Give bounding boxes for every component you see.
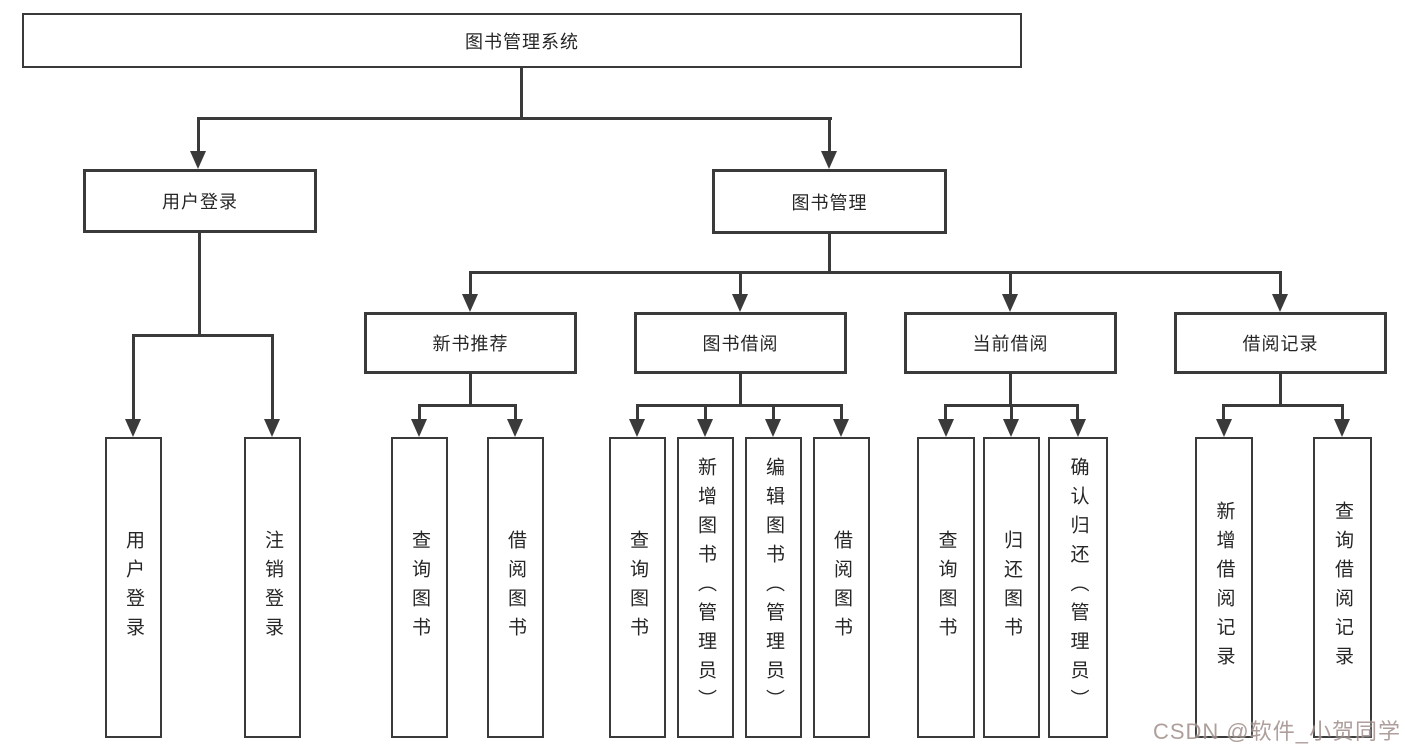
- arrowhead-icon: [1216, 419, 1232, 437]
- connector-line: [944, 404, 947, 421]
- arrowhead-icon: [190, 151, 206, 169]
- arrowhead-icon: [833, 419, 849, 437]
- query-books-leaf-2: 查询图书: [609, 437, 666, 738]
- arrowhead-icon: [1334, 419, 1350, 437]
- add-borrow-record-leaf-label: 新增借阅记录: [1213, 500, 1235, 675]
- connector-line: [132, 334, 274, 337]
- book-borrow-node: 图书借阅: [634, 312, 847, 374]
- connector-line: [828, 234, 831, 274]
- arrowhead-icon: [629, 419, 645, 437]
- connector-line: [704, 404, 707, 421]
- arrowhead-icon: [1070, 419, 1086, 437]
- add-book-admin-leaf-label: 新增图书（管理员）: [695, 457, 716, 718]
- connector-line: [418, 404, 517, 407]
- borrow-books-leaf-1: 借阅图书: [487, 437, 544, 738]
- user-login-node: 用户登录: [83, 169, 317, 233]
- query-borrow-record-leaf-label: 查询借阅记录: [1332, 500, 1353, 675]
- connector-line: [469, 373, 472, 406]
- connector-line: [197, 117, 200, 153]
- borrow-record-node: 借阅记录: [1174, 312, 1387, 374]
- connector-line: [132, 334, 135, 421]
- connector-line: [636, 404, 639, 421]
- arrowhead-icon: [125, 419, 141, 437]
- query-books-leaf-1: 查询图书: [391, 437, 448, 738]
- connector-line: [1279, 271, 1282, 297]
- root-node-library-system: 图书管理系统: [22, 13, 1022, 68]
- connector-line: [1076, 404, 1079, 421]
- connector-line: [1010, 404, 1013, 421]
- connector-line: [772, 404, 775, 421]
- connector-line: [1222, 404, 1343, 407]
- connector-line: [198, 233, 201, 336]
- connector-line: [469, 271, 1282, 274]
- connector-line: [520, 68, 523, 120]
- logout-leaf: 注销登录: [244, 437, 301, 738]
- return-book-leaf: 归还图书: [983, 437, 1040, 738]
- arrowhead-icon: [411, 419, 427, 437]
- connector-line: [271, 334, 274, 421]
- edit-book-admin-leaf-label: 编辑图书（管理员）: [763, 457, 784, 718]
- current-borrow-node: 当前借阅: [904, 312, 1117, 374]
- connector-line: [739, 271, 742, 297]
- arrowhead-icon: [765, 419, 781, 437]
- arrowhead-icon: [264, 419, 280, 437]
- arrowhead-icon: [938, 419, 954, 437]
- connector-line: [828, 117, 831, 153]
- arrowhead-icon: [507, 419, 523, 437]
- connector-line: [418, 404, 421, 421]
- return-book-leaf-label: 归还图书: [1001, 529, 1022, 646]
- connector-line: [514, 404, 517, 421]
- new-book-recommend-node: 新书推荐: [364, 312, 577, 374]
- csdn-watermark: CSDN @软件_小贺同学: [1152, 719, 1401, 744]
- borrow-books-leaf-2: 借阅图书: [813, 437, 870, 738]
- connector-line: [1009, 271, 1012, 297]
- add-book-admin-leaf: 新增图书（管理员）: [677, 437, 734, 738]
- arrowhead-icon: [697, 419, 713, 437]
- book-management-node: 图书管理: [712, 169, 947, 234]
- add-borrow-record-leaf: 新增借阅记录: [1195, 437, 1253, 738]
- edit-book-admin-leaf: 编辑图书（管理员）: [745, 437, 802, 738]
- connector-line: [469, 271, 472, 297]
- connector-line: [1009, 373, 1012, 406]
- connector-line: [840, 404, 843, 421]
- arrowhead-icon: [821, 151, 837, 169]
- arrowhead-icon: [1002, 294, 1018, 312]
- arrowhead-icon: [732, 294, 748, 312]
- logout-leaf-label: 注销登录: [262, 529, 283, 646]
- connector-line: [1222, 404, 1225, 421]
- borrow-books-leaf-1-label: 借阅图书: [505, 529, 526, 646]
- arrowhead-icon: [1003, 419, 1019, 437]
- arrowhead-icon: [462, 294, 478, 312]
- connector-line: [197, 117, 832, 120]
- borrow-books-leaf-2-label: 借阅图书: [831, 529, 852, 646]
- query-books-leaf-3: 查询图书: [917, 437, 975, 738]
- query-books-leaf-2-label: 查询图书: [627, 529, 648, 646]
- confirm-return-admin-leaf: 确认归还（管理员）: [1048, 437, 1108, 738]
- connector-line: [1279, 373, 1282, 406]
- connector-line: [1341, 404, 1344, 421]
- user-login-leaf-label: 用户登录: [123, 529, 144, 646]
- connector-line: [739, 373, 742, 406]
- arrowhead-icon: [1272, 294, 1288, 312]
- query-books-leaf-3-label: 查询图书: [935, 529, 957, 646]
- user-login-leaf: 用户登录: [105, 437, 162, 738]
- query-borrow-record-leaf: 查询借阅记录: [1313, 437, 1372, 738]
- query-books-leaf-1-label: 查询图书: [409, 529, 430, 646]
- confirm-return-admin-leaf-label: 确认归还（管理员）: [1067, 457, 1089, 718]
- connector-line: [636, 404, 843, 407]
